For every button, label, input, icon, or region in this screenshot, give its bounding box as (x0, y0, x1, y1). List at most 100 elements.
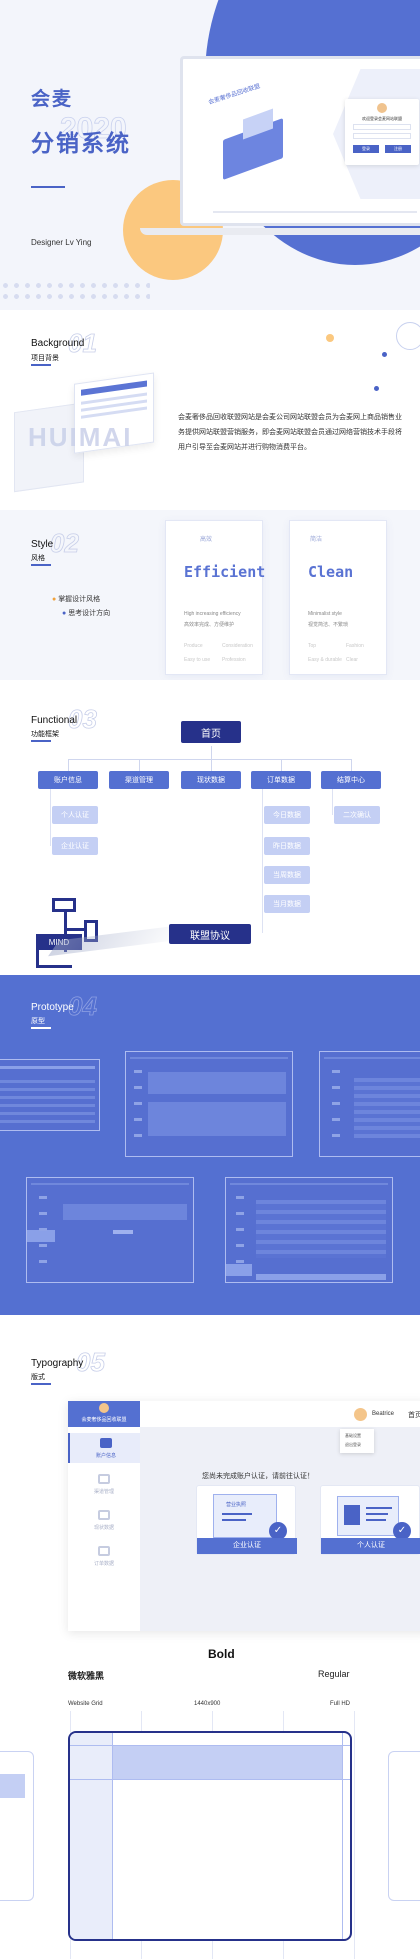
prototype-section: 04 Prototype 原型 (0, 975, 420, 1315)
laptop-base (140, 228, 420, 235)
background-underline (31, 364, 51, 366)
style-num: 02 (50, 528, 80, 559)
background-section: 01 Background 项目背景 HUIMAI 会麦奢侈品回收联盟网站是会麦… (0, 310, 420, 510)
tree-leaf: 企业认证 (52, 837, 98, 855)
hero-title-1: 会麦 (31, 89, 74, 110)
deco-ring (396, 322, 420, 350)
card-word: Efficient (184, 563, 266, 581)
mind-graphic: MIND (14, 898, 104, 968)
card-term: Top (308, 643, 317, 649)
tree-leaf: 当月数据 (264, 895, 310, 913)
company-cert-card[interactable]: 营业执照 ✓ 企业认证 (196, 1485, 297, 1555)
tree-leaf: 二次确认 (334, 806, 380, 824)
deco-dot-blue (382, 352, 387, 357)
login-password-input[interactable] (353, 133, 411, 139)
verify-notice: 您尚未完成账户认证，请前往认证！ (202, 1473, 314, 1480)
menu-item-logout[interactable]: 退出登录 (345, 1442, 361, 1447)
menu-item-settings[interactable]: 基础设置 (345, 1433, 361, 1438)
tree-branch: 账户信息 (38, 771, 98, 789)
deco-dot-orange (326, 334, 334, 342)
org-chart-icon (98, 1474, 110, 1484)
prototype-subtitle: 原型 (31, 1018, 45, 1025)
functional-underline (31, 740, 51, 742)
login-button[interactable]: 登录 (353, 145, 379, 153)
mock-footer (213, 211, 417, 213)
id-card-illustration (337, 1496, 399, 1536)
sidebar-header: 会麦奢侈品回收联盟 (68, 1401, 140, 1427)
dashboard-topbar: Beatrice 首页 (140, 1401, 420, 1427)
card-term: Clear (346, 657, 358, 663)
proto-screen-5 (225, 1177, 393, 1283)
check-icon: ✓ (269, 1522, 287, 1540)
check-icon: ✓ (393, 1522, 411, 1540)
tree-leaf: 当周数据 (264, 866, 310, 884)
proto-screen-1 (0, 1059, 100, 1131)
grid-size: 1440x900 (194, 1701, 221, 1707)
card-term: Easy & durable (308, 657, 342, 663)
card-tag: 高效 (200, 537, 213, 543)
background-subtitle: 项目背景 (31, 355, 59, 362)
prototype-underline (31, 1027, 51, 1029)
background-title: Background (31, 338, 85, 349)
style-card-efficient: 高效 Efficient High increasing efficiency … (165, 520, 266, 675)
style-underline (31, 564, 51, 566)
tree-branch: 订单数据 (251, 771, 311, 789)
license-text: 营业执照 (226, 1502, 247, 1508)
functional-num: 03 (68, 704, 98, 735)
login-panel: 欢迎登录会麦网站联盟 登录 注册 (345, 99, 419, 165)
sidebar-item-label: 现状数据 (93, 1525, 114, 1531)
font-bold: Bold (208, 1647, 235, 1661)
sidebar-item-account[interactable]: 账户信息 (68, 1433, 140, 1463)
tree-branch: 渠道管理 (109, 771, 169, 789)
prototype-num: 04 (68, 991, 98, 1022)
home-link[interactable]: 首页 (408, 1412, 420, 1419)
tree-branch: 结算中心 (321, 771, 381, 789)
prototype-title: Prototype (31, 1002, 74, 1013)
sidebar-item-label: 账户信息 (95, 1453, 116, 1459)
sidebar-item-label: 渠道管理 (93, 1489, 114, 1495)
user-dropdown: 基础设置 退出登录 (340, 1429, 374, 1453)
person-cert-button[interactable]: 个人认证 (321, 1538, 420, 1554)
card-term: Produce (184, 643, 203, 649)
card-word: Clean (308, 563, 354, 581)
tree-leaf: 今日数据 (264, 806, 310, 824)
sidebar-item-status[interactable]: 现状数据 (68, 1505, 140, 1535)
grid-side-left (0, 1751, 34, 1901)
user-icon (100, 1438, 112, 1448)
user-avatar[interactable] (354, 1408, 367, 1421)
user-name[interactable]: Beatrice (372, 1411, 395, 1417)
dashboard-sidebar: 会麦奢侈品回收联盟 账户信息 渠道管理 现状数据 订单数据 (68, 1401, 140, 1631)
typography-num: 05 (76, 1347, 106, 1378)
hero-underline (31, 186, 65, 188)
background-paragraph: 会麦奢侈品回收联盟网站是会麦公司网站联盟会员为会麦网上商品销售业务提供网站联盟营… (178, 414, 402, 451)
person-cert-card[interactable]: ✓ 个人认证 (320, 1485, 420, 1555)
tree-branch: 现状数据 (181, 771, 241, 789)
typography-subtitle: 版式 (31, 1374, 45, 1381)
typography-underline (31, 1383, 51, 1385)
grid-frame (68, 1731, 352, 1941)
login-title: 欢迎登录会麦网站联盟 (362, 116, 402, 121)
typography-section: 05 Typography 版式 会麦奢侈品回收联盟 账户信息 渠道管理 现状数… (0, 1315, 420, 1959)
card-tag: 简洁 (310, 537, 323, 543)
register-button[interactable]: 注册 (385, 145, 411, 153)
sidebar-item-label: 订单数据 (93, 1561, 114, 1567)
company-cert-button[interactable]: 企业认证 (197, 1538, 297, 1554)
functional-section: 03 Functional 功能框架 首页 账户信息 渠道管理 现状数据 订单数… (0, 680, 420, 975)
grid-side-right (388, 1751, 420, 1901)
hero-title-2: 分销系统 (31, 130, 131, 156)
login-username-input[interactable] (353, 124, 411, 130)
login-avatar (377, 103, 387, 113)
sidebar-item-channel[interactable]: 渠道管理 (68, 1469, 140, 1499)
card-desc-en: Minimalist style (308, 611, 342, 617)
card-term: Easy to use (184, 657, 211, 663)
chart-icon (98, 1510, 110, 1520)
style-section: 02 Style 风格 ● 掌握设计风格 ● 思考设计方向 高效 Efficie… (0, 510, 420, 680)
card-term: Consideration (222, 643, 253, 649)
hero-dots (0, 280, 150, 304)
style-subtitle: 风格 (31, 555, 45, 562)
sidebar-item-orders[interactable]: 订单数据 (68, 1541, 140, 1571)
brand-logo (99, 1403, 109, 1413)
style-bullet-1: ● 掌握设计风格 (52, 596, 101, 603)
card-desc-en: High increasing efficiency (184, 611, 241, 617)
grid-label: Website Grid (68, 1701, 103, 1707)
